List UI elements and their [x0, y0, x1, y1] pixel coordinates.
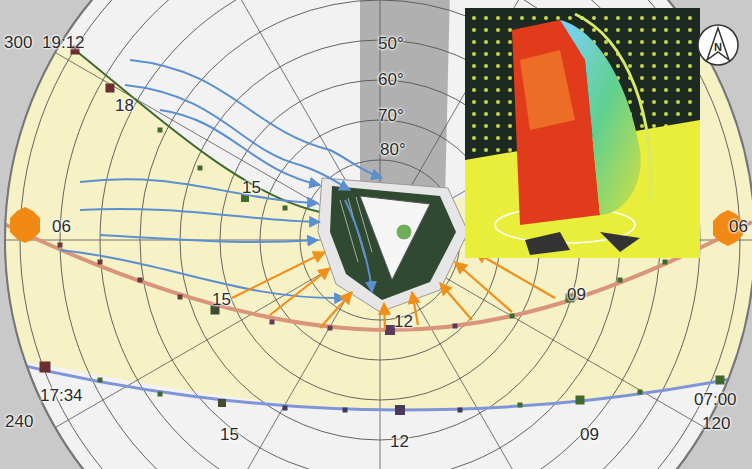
north-letter: N: [714, 42, 722, 53]
axis-label: 300: [2, 33, 34, 52]
axis-label: 50°: [376, 34, 406, 53]
shadow-wedge: [360, 0, 450, 200]
site-rim: [318, 178, 468, 312]
axis-label: 17:34: [38, 386, 85, 405]
helipad: [396, 224, 412, 240]
axis-label: 19:12: [40, 33, 87, 52]
winter-path: [0, 360, 752, 410]
render-inset: [465, 8, 700, 258]
axis-label: 12: [392, 312, 415, 331]
axis-label: 70°: [376, 106, 406, 125]
axis-label: 09: [578, 425, 601, 444]
axis-label: 12: [388, 432, 411, 451]
axis-label: 120: [700, 414, 732, 433]
wind-arrows: [60, 60, 382, 298]
axis-label: 06: [727, 217, 750, 236]
axis-label: 18: [113, 96, 136, 115]
axis-label: 07:00: [692, 390, 739, 409]
building-plan: [330, 186, 456, 300]
axis-label: 06: [50, 217, 73, 236]
atrium: [360, 196, 430, 280]
north-icon: [698, 25, 738, 65]
axis-label: 80°: [378, 140, 408, 159]
axis-label: 15: [240, 178, 263, 197]
axis-label: 15: [210, 290, 233, 309]
axis-label: 09: [565, 285, 588, 304]
axis-label: 240: [3, 412, 35, 431]
sun-arrows: [232, 252, 555, 330]
axis-label: 60°: [376, 70, 406, 89]
axis-label: 15: [218, 425, 241, 444]
